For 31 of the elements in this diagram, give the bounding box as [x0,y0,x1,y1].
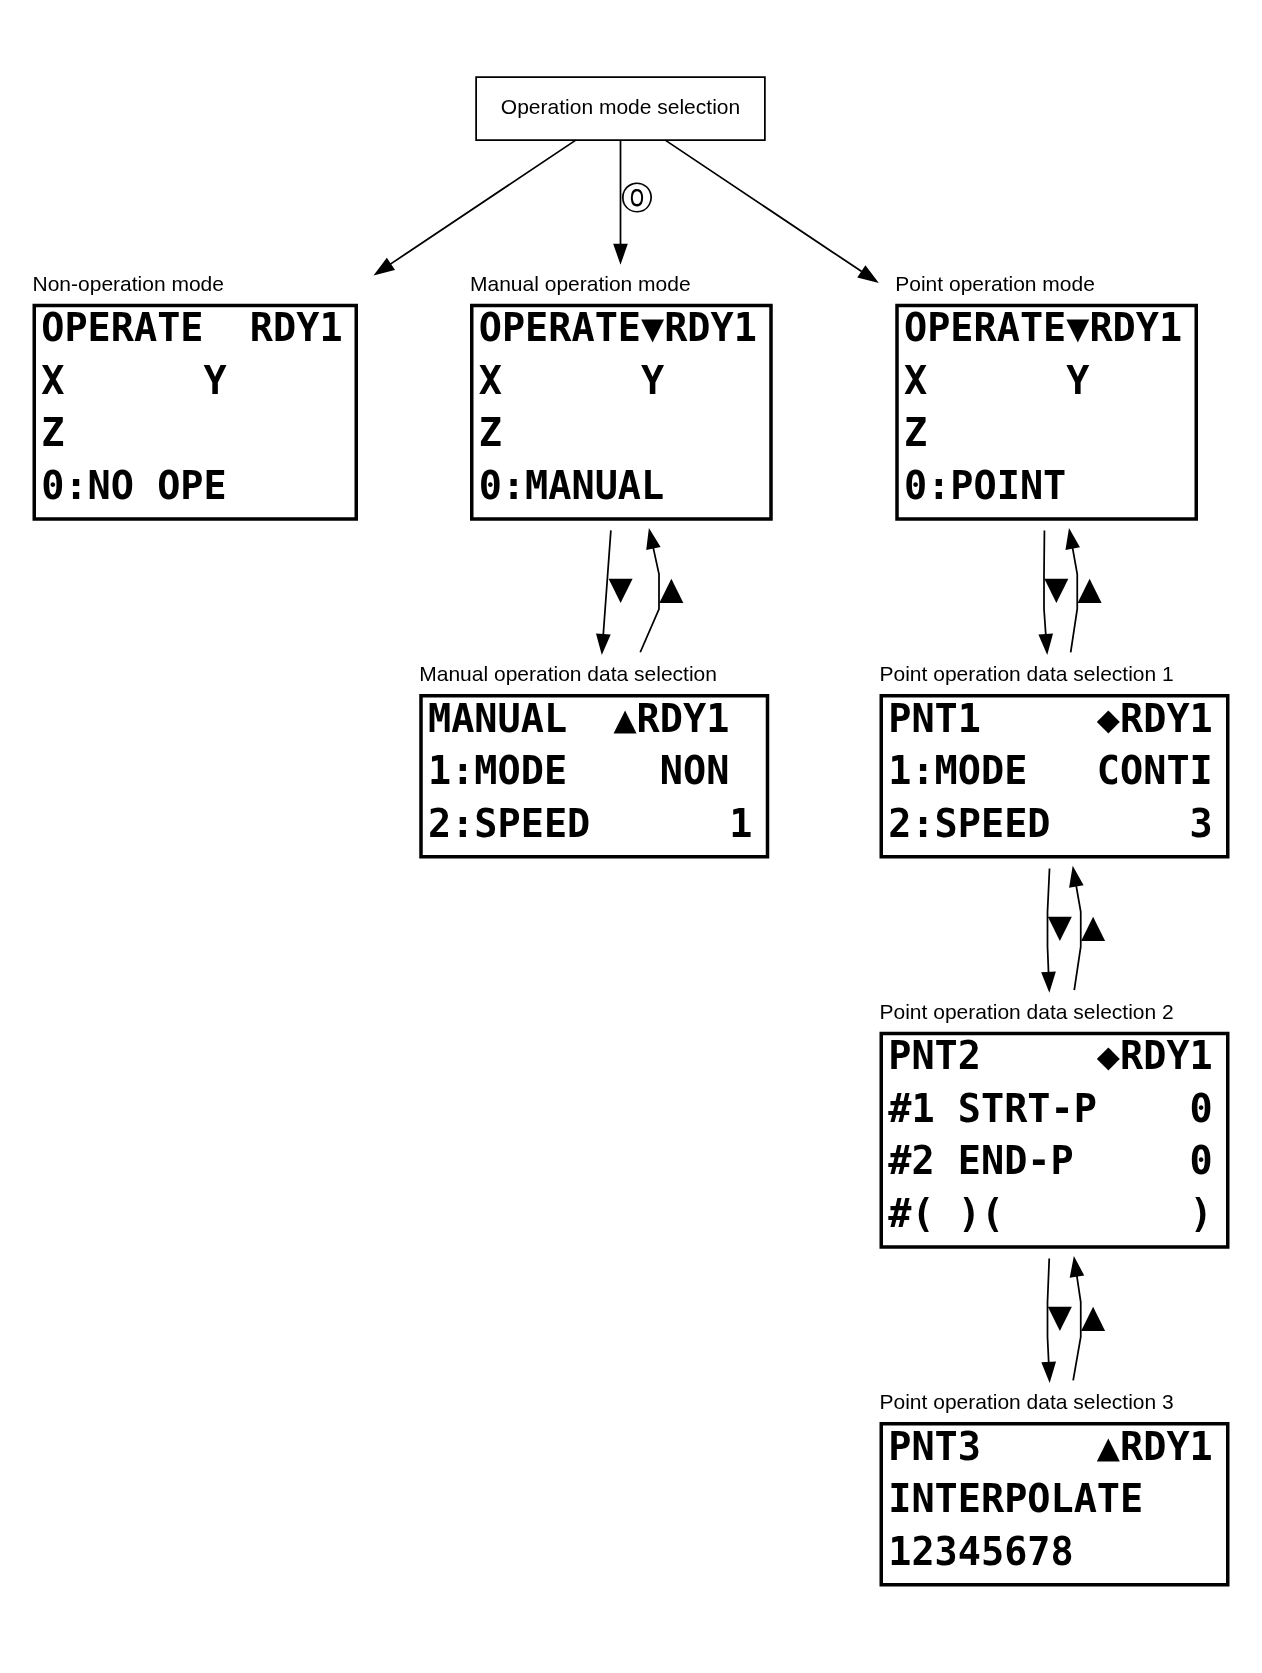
arrow [1065,527,1080,654]
edge-label: ▼ [608,570,633,607]
node-label: Point operation data selection 2 [879,999,1174,1023]
node-box: PNT2 ◆RDY1 #1 STRT-P 0 #2 END-P 0 #( )( ) [879,1031,1230,1249]
node-box: OPERATE RDY1 X Y Z 0:NO OPE [32,303,358,521]
node-box: OPERATE▼RDY1 X Y Z 0:POINT [895,303,1198,521]
arrow [596,529,612,656]
arrow [1069,865,1084,992]
node-label: Manual operation mode [470,271,691,295]
arrow [1069,1255,1085,1382]
edge-label: ⓪ [621,179,654,216]
arrow [639,527,661,654]
edge-label: ▼ [1047,1298,1072,1335]
edge-label: ▼ [1047,907,1072,944]
arrow [613,139,628,265]
node-box: PNT3 ▲RDY1 INTERPOLATE 12345678 [879,1421,1230,1587]
arrow [1041,1257,1057,1383]
node-box: Operation mode selection [475,76,766,141]
arrow [373,139,577,276]
node-label: Point operation data selection 3 [879,1389,1174,1413]
node-box: PNT1 ◆RDY1 1:MODE CONTI 2:SPEED 3 [879,693,1230,859]
node-label: Manual operation data selection [419,661,717,685]
edge-label: ▲ [1077,570,1102,607]
node-label: Point operation mode [895,271,1095,295]
arrow [664,139,879,283]
node-label: Point operation data selection 1 [879,661,1174,685]
arrow [1041,867,1056,993]
node-box: MANUAL ▲RDY1 1:MODE NON 2:SPEED 1 [419,693,770,859]
arrow [1038,529,1054,655]
node-box: OPERATE▼RDY1 X Y Z 0:MANUAL [470,303,773,521]
node-label: Non-operation mode [32,271,224,295]
